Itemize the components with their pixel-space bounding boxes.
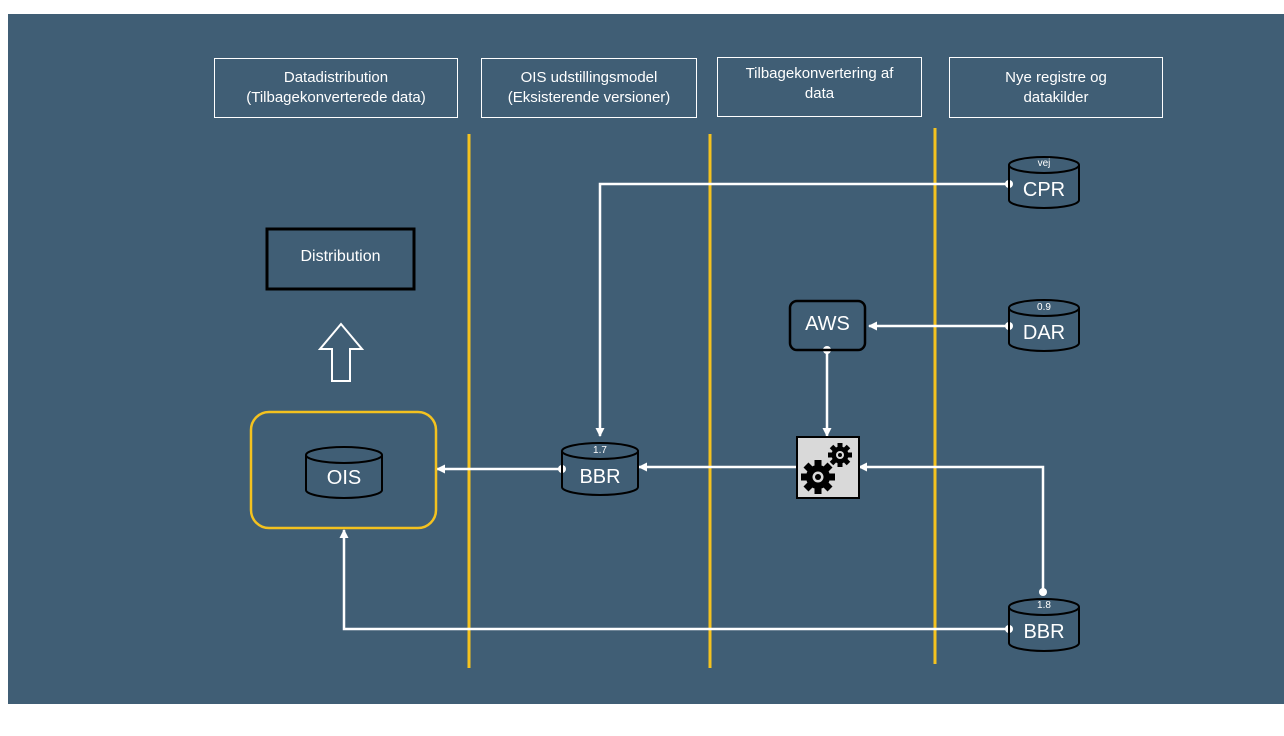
bbr18-label: BBR xyxy=(1023,621,1065,643)
connector-bbr18-to-converter xyxy=(858,462,1045,592)
aws-label: AWS xyxy=(805,313,850,335)
cpr-database-icon xyxy=(1008,156,1080,209)
bbr17-label: BBR xyxy=(579,466,621,488)
header-datadistribution: Datadistribution (Tilbagekonverterede da… xyxy=(214,58,458,118)
dar-version: 0.9 xyxy=(1037,302,1051,313)
connector-bbr18-dot-top xyxy=(1039,588,1047,596)
dar-label: DAR xyxy=(1022,322,1066,344)
header-tilbagekonvertering: Tilbagekonvertering af data xyxy=(717,57,922,117)
ois-label: OIS xyxy=(326,467,362,489)
bbr17-database-icon xyxy=(561,442,639,496)
connector-cpr-to-bbr17 xyxy=(595,182,1009,437)
bbr18-database-icon xyxy=(1008,598,1080,652)
distribution-label: Distribution xyxy=(300,248,381,265)
up-arrow-icon xyxy=(317,322,365,382)
connector-bbr18-to-ois xyxy=(339,529,1009,631)
cpr-version: vej xyxy=(1037,158,1051,169)
bbr18-version: 1.8 xyxy=(1037,600,1051,611)
header-ois-udstillingsmodel: OIS udstillingsmodel (Eksisterende versi… xyxy=(481,58,697,118)
ois-frame xyxy=(249,410,438,530)
gears-icon xyxy=(796,436,860,499)
dar-database-icon xyxy=(1008,299,1080,352)
cpr-label: CPR xyxy=(1022,179,1066,201)
distribution-box xyxy=(265,227,416,291)
header-nye-registre: Nye registre og datakilder xyxy=(949,57,1163,118)
ois-database-icon xyxy=(305,446,383,499)
diagram-background xyxy=(8,14,1284,704)
bbr17-version: 1.7 xyxy=(593,445,607,456)
aws-box xyxy=(788,299,867,352)
